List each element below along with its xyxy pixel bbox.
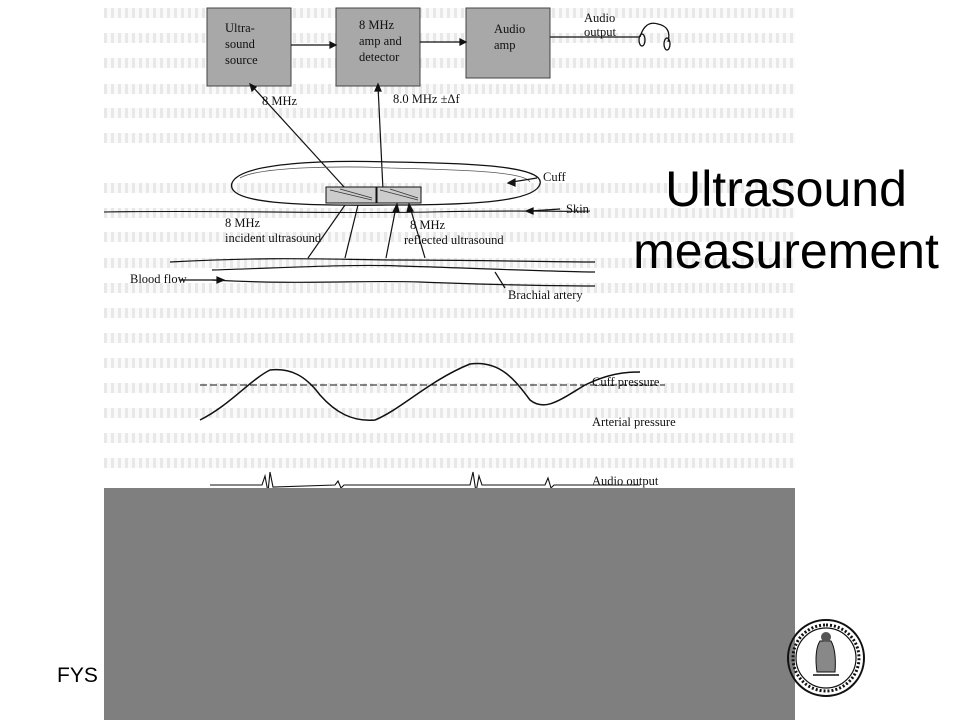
slide-title: Ultrasound measurement xyxy=(612,158,960,282)
audio-output-top-label-2: output xyxy=(584,25,616,39)
brachial-artery-label: Brachial artery xyxy=(508,288,583,302)
svg-text:Audio: Audio xyxy=(494,22,525,36)
block-arrows xyxy=(291,36,640,49)
slide-title-line-2: measurement xyxy=(633,223,939,279)
brachial-artery xyxy=(169,258,596,287)
svg-text:detector: detector xyxy=(359,50,400,64)
transducers xyxy=(325,186,422,204)
arterial-pressure-curve xyxy=(199,362,641,421)
amp-detector-block: 8 MHz amp and detector xyxy=(335,7,421,87)
svg-text:source: source xyxy=(225,53,258,67)
slide-title-line-1: Ultrasound xyxy=(665,161,907,217)
university-seal-icon xyxy=(785,617,867,699)
headphones-icon xyxy=(638,22,671,51)
cuff-pressure-label: Cuff pressure xyxy=(592,375,660,389)
svg-text:Ultra-: Ultra- xyxy=(225,21,255,35)
ultrasound-source-block: Ultra- sound source xyxy=(206,7,292,87)
scanned-diagram: Ultra- sound source 8 MHz amp and detect… xyxy=(104,0,795,491)
svg-text:amp and: amp and xyxy=(359,34,402,48)
cuff-label: Cuff xyxy=(543,170,567,184)
audio-output-bottom-label: Audio output xyxy=(592,474,659,488)
svg-text:8 MHz: 8 MHz xyxy=(359,18,395,32)
svg-text:sound: sound xyxy=(225,37,256,51)
freq-right-label: 8.0 MHz ±Δf xyxy=(393,92,460,106)
reflected-label-2: reflected ultrasound xyxy=(404,233,504,247)
svg-text:amp: amp xyxy=(494,38,516,52)
gray-cover-panel xyxy=(104,488,795,720)
audio-output-top-label: Audio xyxy=(584,11,615,25)
incident-label-1: 8 MHz xyxy=(225,216,261,230)
diagram-svg: Ultra- sound source 8 MHz amp and detect… xyxy=(104,7,676,491)
footer-text: FYS xyxy=(57,664,98,687)
arterial-pressure-label: Arterial pressure xyxy=(592,415,676,429)
ultrasound-beams xyxy=(307,202,426,259)
incident-label-2: incident ultrasound xyxy=(225,231,322,245)
blood-flow-label: Blood flow xyxy=(130,272,187,286)
reflected-label-1: 8 MHz xyxy=(410,218,446,232)
freq-left-label: 8 MHz xyxy=(262,94,298,108)
transducer-wires xyxy=(249,82,384,191)
skin-label: Skin xyxy=(566,202,590,216)
audio-amp-block: Audio amp xyxy=(465,7,551,79)
skin-line xyxy=(104,210,591,214)
cuff-shape xyxy=(231,160,541,206)
